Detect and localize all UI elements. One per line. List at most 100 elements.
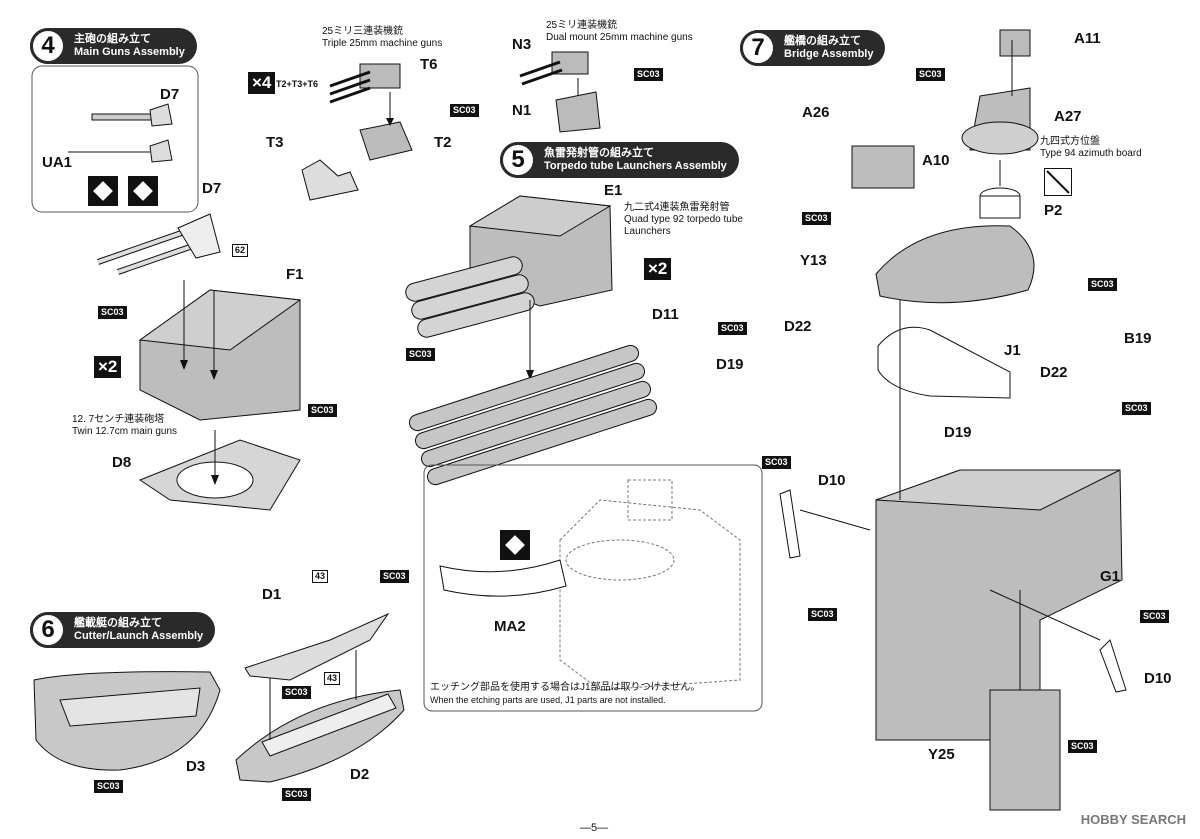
note-en: Quad type 92 torpedo tube [624,214,743,225]
paint-code-badge: SC03 [94,780,123,793]
paint-code-box: 62 [232,244,249,257]
torpedo-note: 九二式4連装魚雷発射管 Quad type 92 torpedo tube La… [624,202,743,238]
note-jp: 九二式4連装魚雷発射管 [624,202,730,213]
note-jp: 25ミリ三連装機銃 [322,26,404,37]
paint-code-badge: SC03 [1068,740,1097,753]
blast-bag-part [149,103,173,127]
paint-code-badge: SC03 [916,68,945,81]
part-label: D7 [160,86,180,103]
step4-badge: 4 主砲の組み立て Main Guns Assembly [30,28,197,64]
part-label: D7 [202,180,222,197]
part-label: T6 [420,56,438,73]
part-label: A11 [1074,30,1101,47]
torpedo-tubes-d11 [408,344,658,486]
quantity-parts-note: T2+T3+T6 [276,79,319,89]
step-title-jp: 魚雷発射管の組み立て [544,147,654,159]
paint-code-badge: SC03 [1122,402,1151,415]
note-jp: 12. 7センチ連装砲塔 [72,414,165,425]
twin-gun-note: 12. 7センチ連装砲塔 Twin 12.7cm main guns [72,414,177,438]
note-en: Twin 12.7cm main guns [72,426,178,437]
paint-code-badge: SC03 [282,788,311,801]
paint-code-badge: SC03 [406,348,435,361]
part-label: A26 [802,104,830,121]
part-label: A10 [922,152,950,169]
barrel-part [91,113,153,121]
part-label: E1 [604,182,623,199]
part-label: A27 [1054,108,1082,125]
note-en: Triple 25mm machine guns [322,38,443,49]
etch-frame [423,464,763,712]
torpedo-launcher [405,195,613,380]
part-label: D10 [818,472,846,489]
page-number: —5— [580,822,609,834]
quantity-badge: ×4 [248,72,276,94]
prohibited-icon [1046,170,1070,194]
watermark: HOBBY SEARCH [1081,812,1186,827]
cement-icon [128,176,158,206]
step-title-jp: 主砲の組み立て [74,33,151,45]
paint-code-badge: SC03 [634,68,663,81]
etch-diamond-icon [500,530,530,560]
note-en: Launchers [624,226,671,237]
note-jp: 九四式方位盤 [1040,136,1100,147]
paint-code-box: 43 [312,570,329,583]
dual-mg [519,51,601,133]
no-glue-icon [1044,168,1072,196]
part-label: T3 [266,134,284,151]
cover-d1 [244,612,390,681]
paint-code-badge: SC03 [380,570,409,583]
paint-code-badge: SC03 [98,306,127,319]
step-title-jp: 艦橋の組み立て [784,35,861,47]
part-label: D3 [186,758,206,775]
part-label: G1 [1100,568,1121,585]
part-label: D19 [944,424,972,441]
quantity-badge: ×2 [94,356,122,378]
note-jp: 25ミリ連装機銃 [546,20,618,31]
detail-frame [31,65,199,213]
note-jp: エッチング部品を使用する場合はJ1部品は取りつけません。 [430,682,701,693]
part-label: D19 [716,356,744,373]
part-label: F1 [286,266,304,283]
part-label: B19 [1124,330,1152,347]
paint-code-badge: SC03 [762,456,791,469]
part-label: N3 [512,36,532,53]
step-number: 4 [30,28,66,64]
note-en: Dual mount 25mm machine guns [546,32,693,43]
quantity-badge: ×2 [644,258,672,280]
note-en: Type 94 azimuth board [1040,148,1142,159]
part-label: Y25 [928,746,955,763]
bridge-phantom [559,479,741,691]
triple-mg [301,63,413,201]
paint-code-badge: SC03 [1140,610,1169,623]
part-label: Y13 [800,252,827,269]
bridge-assembly [779,29,1127,811]
step-title-en: Main Guns Assembly [74,46,185,58]
triple-mg-note: 25ミリ三連装機銃 Triple 25mm machine guns [322,26,442,50]
part-label: D2 [350,766,370,783]
part-label: N1 [512,102,532,119]
part-label: P2 [1044,202,1063,219]
part-label: D22 [784,318,812,335]
part-label: J1 [1004,342,1021,359]
step5-badge: 5 魚雷発射管の組み立て Torpedo tube Launchers Asse… [500,142,739,178]
step-title-en: Cutter/Launch Assembly [74,630,204,642]
etch-note: エッチング部品を使用する場合はJ1部品は取りつけません。 When the et… [430,682,700,706]
paint-code-badge: SC03 [802,212,831,225]
part-label: UA1 [42,154,73,171]
paint-code-box: 43 [324,672,341,685]
part-label: D10 [1144,670,1172,687]
dual-mg-note: 25ミリ連装機銃 Dual mount 25mm machine guns [546,20,693,44]
step-title-en: Bridge Assembly [784,48,874,60]
part-label: D11 [652,306,679,323]
step-title-jp: 艦載艇の組み立て [74,617,162,629]
paint-code-badge: SC03 [308,404,337,417]
watermark-text: HOBBY SEARCH [1080,812,1186,827]
part-label: MA2 [494,618,526,635]
paint-code-badge: SC03 [450,104,479,117]
note-en: When the etching parts are used, J1 part… [430,695,666,705]
paint-code-badge: SC03 [808,608,837,621]
paint-code-badge: SC03 [718,322,747,335]
part-label: D1 [262,586,282,603]
part-label: T2 [434,134,452,151]
step-number: 7 [740,30,776,66]
